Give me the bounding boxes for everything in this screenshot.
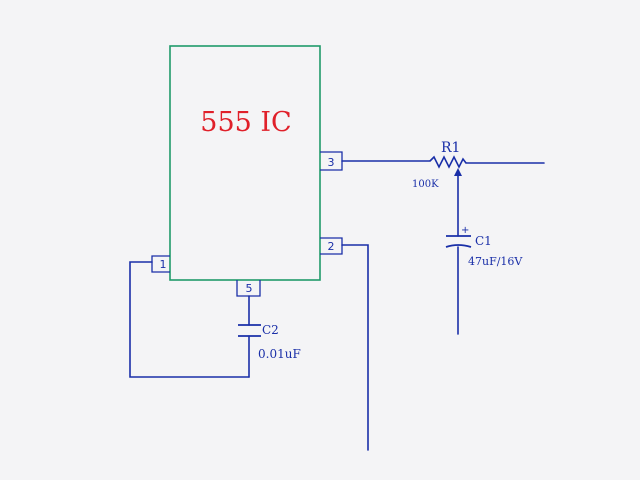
c2-name: C2 — [262, 323, 279, 337]
r1-wiper-arrow-icon — [454, 168, 462, 176]
ic-label: 555 IC — [200, 107, 291, 138]
pin-1-box — [151, 255, 170, 273]
ic-outline — [169, 45, 321, 281]
ic-555: 555 IC — [169, 45, 321, 281]
ic-pin-2: 2 — [320, 237, 343, 255]
c1-value: 47uF/16V — [468, 255, 523, 268]
wire-pin2-trigger — [341, 244, 369, 451]
pin-2-box — [320, 237, 343, 255]
r1-name: R1 — [441, 140, 460, 156]
resistor-r1: R1 100K — [412, 140, 467, 190]
pin-1-label: 1 — [160, 258, 167, 271]
pin-3-label: 3 — [328, 156, 335, 169]
wire-pin1-ground — [129, 261, 250, 378]
capacitor-c1: + C1 47uF/16V — [445, 225, 523, 268]
r1-value: 100K — [412, 179, 439, 190]
capacitor-c2: C2 0.01uF — [238, 323, 301, 361]
pin-5-label: 5 — [246, 282, 253, 295]
r1-zigzag — [429, 155, 467, 169]
pin-2-label: 2 — [328, 240, 335, 253]
c1-plate-bottom — [445, 244, 472, 248]
ic-pin-1: 1 — [151, 255, 170, 273]
c1-polarity: + — [461, 225, 469, 236]
c2-value: 0.01uF — [258, 347, 301, 361]
c1-name: C1 — [475, 234, 492, 248]
